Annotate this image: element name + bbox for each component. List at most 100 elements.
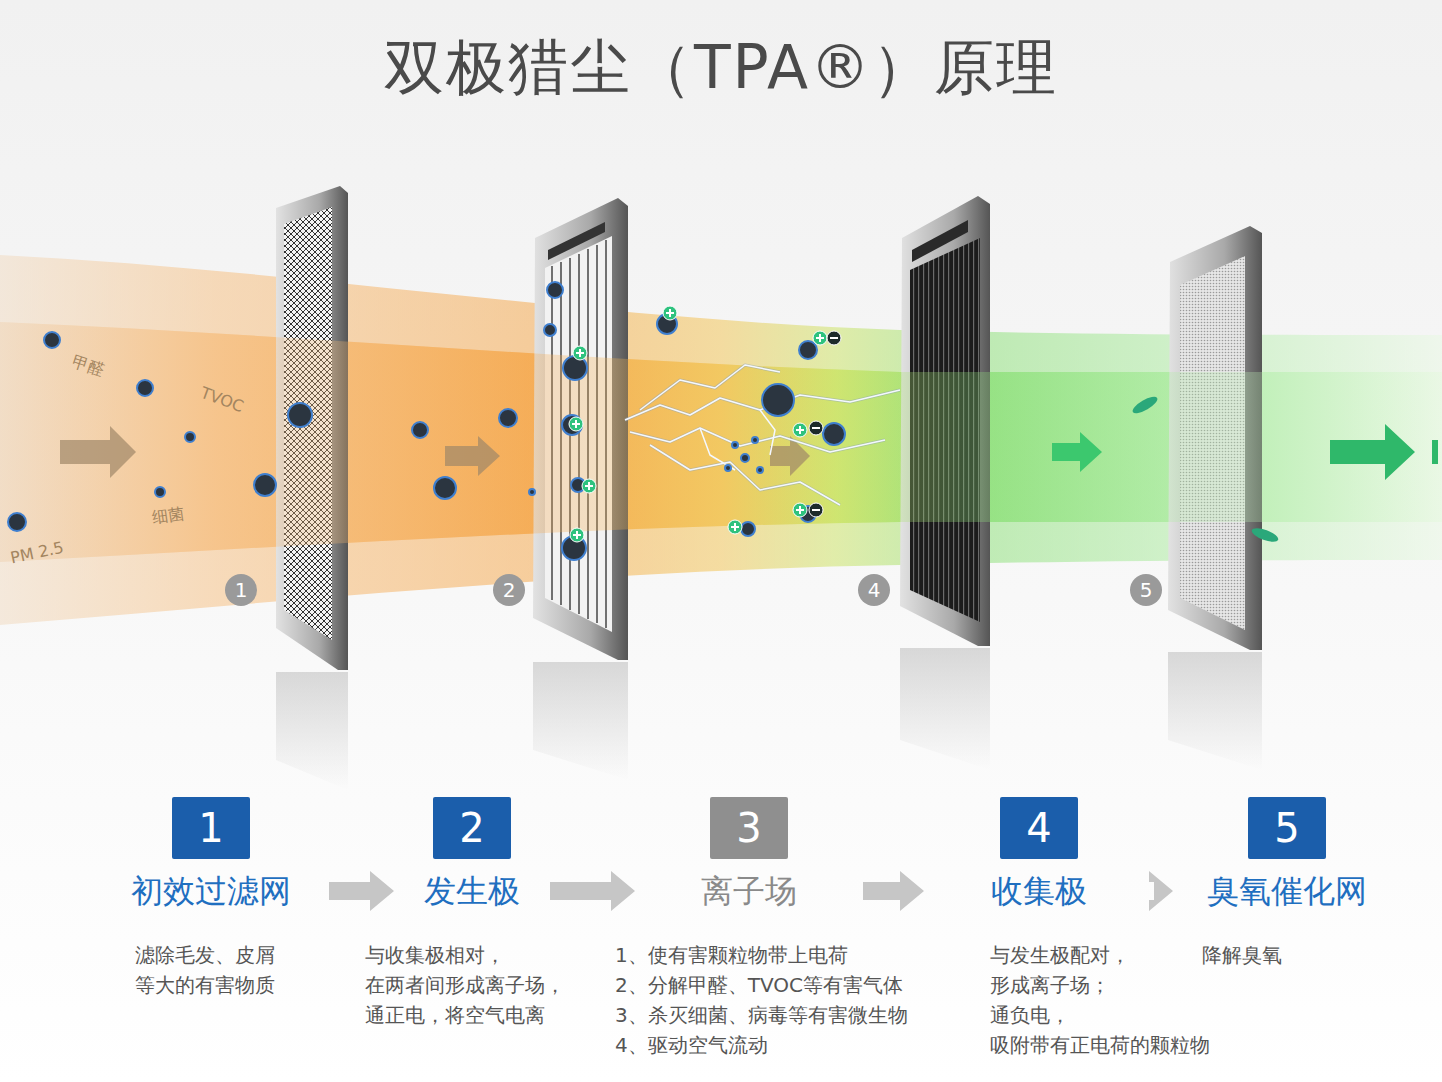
particles bbox=[8, 282, 845, 560]
step-description: 滤除毛发、皮屑 等大的有害物质 bbox=[135, 940, 275, 1000]
panel-reflections bbox=[276, 672, 348, 790]
particles bbox=[254, 474, 276, 496]
lightning bbox=[640, 365, 780, 410]
lightning bbox=[625, 365, 900, 505]
lightning bbox=[625, 365, 900, 505]
particles bbox=[725, 465, 731, 471]
panel-reflections bbox=[276, 648, 1262, 790]
step-number: 5 bbox=[1248, 797, 1326, 859]
diagram-title: 双极猎尘（TPA®）原理 bbox=[0, 28, 1442, 109]
callout-number: 1 bbox=[225, 574, 257, 606]
description-line: 3、杀灭细菌、病毒等有害微生物 bbox=[615, 1000, 908, 1030]
glow-overlay bbox=[0, 322, 1442, 562]
callout-circles bbox=[858, 574, 890, 606]
charge-marks bbox=[572, 309, 824, 539]
particles bbox=[155, 487, 165, 497]
particles bbox=[185, 432, 195, 442]
flow-arrow bbox=[1149, 871, 1173, 911]
charge-marks bbox=[572, 309, 824, 539]
flow-arrows bbox=[1052, 432, 1102, 472]
stage-node: 4 收集极 bbox=[928, 797, 1150, 911]
description-line: 滤除毛发、皮屑 bbox=[135, 940, 275, 970]
flow-arrow bbox=[329, 871, 394, 911]
leaves bbox=[1130, 394, 1279, 545]
particles bbox=[762, 384, 794, 416]
particles bbox=[732, 442, 738, 448]
stage-node: 3 离子场 bbox=[639, 797, 859, 911]
step-description: 与发生极配对， 形成离子场； 通负电， 吸附带有正电荷的颗粒物 bbox=[990, 940, 1210, 1060]
description-line: 在两者间形成离子场， bbox=[365, 970, 565, 1000]
description-line: 降解臭氧 bbox=[1202, 940, 1282, 970]
flow-arrow bbox=[863, 871, 924, 911]
leaves bbox=[1250, 526, 1280, 545]
particles bbox=[44, 332, 60, 348]
step-heading: 离子场 bbox=[639, 871, 859, 911]
charge-marks bbox=[809, 331, 841, 517]
step-number: 2 bbox=[433, 797, 511, 859]
particles bbox=[757, 467, 763, 473]
step-number: 3 bbox=[710, 797, 788, 859]
particles bbox=[544, 324, 556, 336]
stage-node: 5 臭氧催化网 bbox=[1177, 797, 1397, 911]
callout-circles bbox=[225, 574, 1162, 606]
panel-reflections bbox=[533, 662, 628, 780]
description-line: 4、驱动空气流动 bbox=[615, 1030, 908, 1060]
particles bbox=[741, 454, 749, 462]
particles bbox=[799, 341, 817, 359]
flow-arrows bbox=[60, 424, 1438, 480]
lightning bbox=[700, 428, 735, 470]
charge-marks bbox=[812, 338, 838, 510]
panel-reflections bbox=[900, 648, 990, 770]
pollutant-label: 细菌 bbox=[151, 504, 186, 529]
description-line: 形成离子场； bbox=[990, 970, 1210, 1000]
description-line: 2、分解甲醛、TVOC等有害气体 bbox=[615, 970, 908, 1000]
pollutant-label: 甲醛 bbox=[70, 352, 107, 382]
callout-number: 2 bbox=[493, 574, 525, 606]
pollutant-label: PM 2.5 bbox=[9, 538, 66, 568]
panel-reflections bbox=[1168, 652, 1262, 770]
charge-marks bbox=[569, 306, 841, 542]
pollutant-label: TVOC bbox=[198, 383, 246, 416]
callout-number: 5 bbox=[1130, 574, 1162, 606]
step-description: 降解臭氧 bbox=[1202, 940, 1282, 970]
lightning bbox=[650, 445, 840, 505]
stage-node: 1初效过滤网 bbox=[97, 797, 325, 911]
charge-marks bbox=[569, 306, 827, 542]
leaves bbox=[1130, 394, 1159, 417]
lightning bbox=[630, 428, 885, 452]
description-line: 与收集极相对， bbox=[365, 940, 565, 970]
step-heading: 初效过滤网 bbox=[97, 871, 325, 911]
flow-arrow bbox=[550, 871, 635, 911]
particles bbox=[547, 282, 563, 298]
step-heading: 收集极 bbox=[928, 871, 1150, 911]
description-line: 等大的有害物质 bbox=[135, 970, 275, 1000]
description-line: 通正电，将空气电离 bbox=[365, 1000, 565, 1030]
step-description: 1、使有害颗粒物带上电荷 2、分解甲醛、TVOC等有害气体 3、杀灭细菌、病毒等… bbox=[615, 940, 908, 1060]
particles bbox=[288, 403, 312, 427]
description-line: 吸附带有正电荷的颗粒物 bbox=[990, 1030, 1210, 1060]
particles bbox=[752, 437, 758, 443]
stage-node: 2发生极 bbox=[398, 797, 546, 911]
callout-circles bbox=[1130, 574, 1162, 606]
step-heading: 臭氧催化网 bbox=[1177, 871, 1397, 911]
step-number: 4 bbox=[1000, 797, 1078, 859]
step-description: 与收集极相对， 在两者间形成离子场， 通正电，将空气电离 bbox=[365, 940, 565, 1030]
lightning bbox=[650, 445, 840, 505]
flow-arrows bbox=[770, 436, 810, 476]
particles bbox=[499, 409, 517, 427]
particles bbox=[823, 423, 845, 445]
description-line: 1、使有害颗粒物带上电荷 bbox=[615, 940, 908, 970]
flow-arrows bbox=[60, 426, 136, 478]
particles bbox=[434, 477, 456, 499]
flow-arrows bbox=[1330, 424, 1415, 480]
callout-circles bbox=[225, 574, 257, 606]
particles bbox=[137, 380, 153, 396]
flow-arrows bbox=[1432, 440, 1438, 464]
callout-circles bbox=[493, 574, 525, 606]
lightning bbox=[760, 410, 775, 455]
lightning bbox=[625, 365, 900, 505]
charge-marks bbox=[812, 338, 838, 510]
